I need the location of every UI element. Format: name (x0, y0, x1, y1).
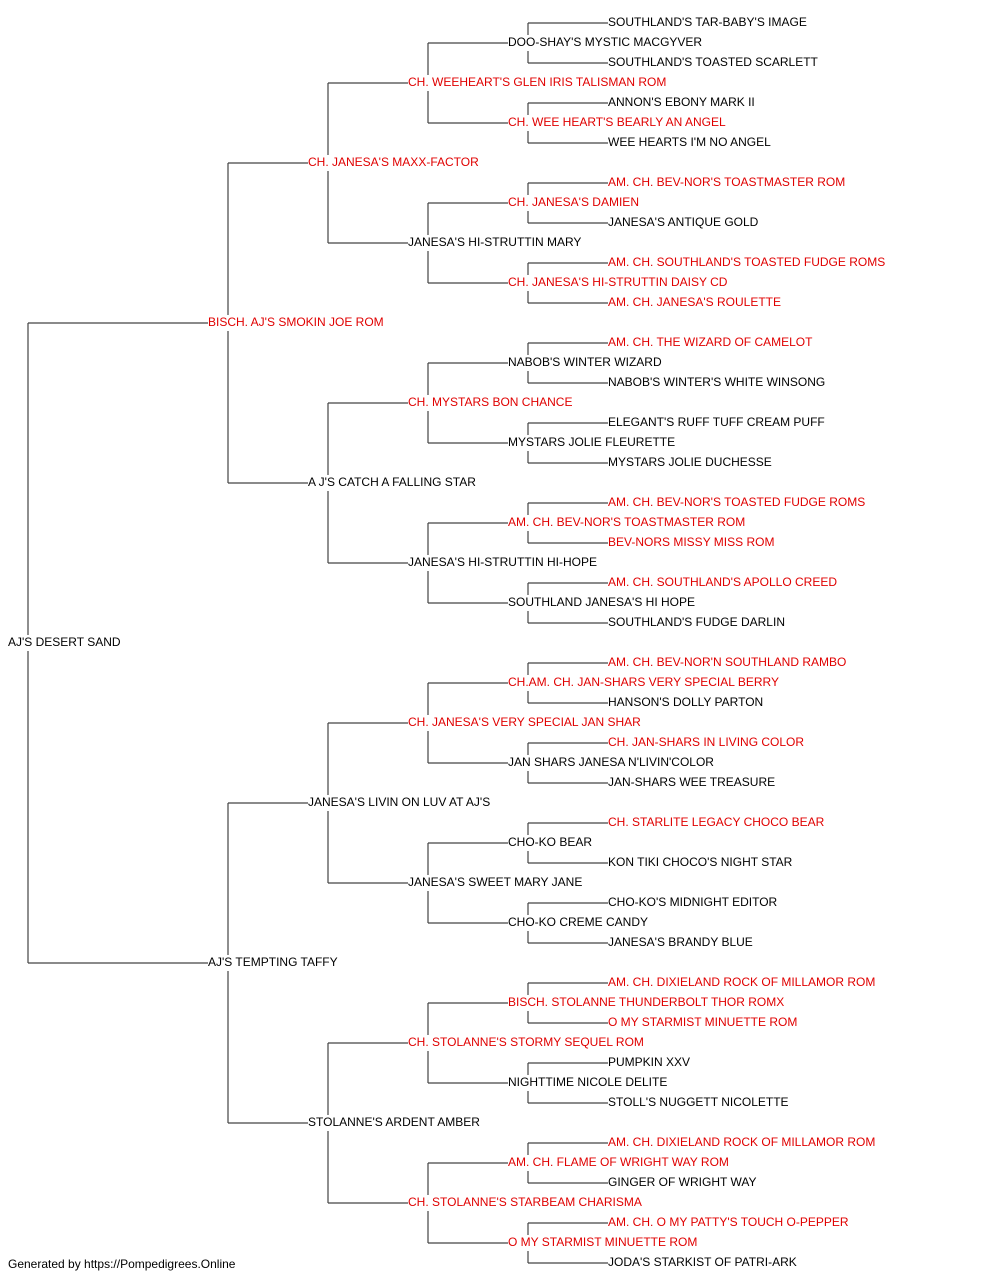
dog-name-s-s-s-d-d: WEE HEARTS I'M NO ANGEL (608, 135, 771, 149)
dog-name-d-d-d-d-d: JODA'S STARKIST OF PATRI-ARK (608, 1255, 797, 1269)
dog-name-d-s: JANESA'S LIVIN ON LUV AT AJ'S (308, 795, 490, 809)
dog-name-s-s-d-d: CH. JANESA'S HI-STRUTTIN DAISY CD (508, 275, 728, 289)
dog-name-s-d-d-d-s: AM. CH. SOUTHLAND'S APOLLO CREED (608, 575, 837, 589)
dog-name-d-d-s-s: BISCH. STOLANNE THUNDERBOLT THOR ROMX (508, 995, 784, 1009)
dog-name-s-d: A J'S CATCH A FALLING STAR (308, 475, 476, 489)
dog-name-d-s-s: CH. JANESA'S VERY SPECIAL JAN SHAR (408, 715, 641, 729)
dog-name-s-s-s-d: CH. WEE HEART'S BEARLY AN ANGEL (508, 115, 726, 129)
dog-name-s-d-s-d-s: ELEGANT'S RUFF TUFF CREAM PUFF (608, 415, 825, 429)
dog-name-s-s-s-s: DOO-SHAY'S MYSTIC MACGYVER (508, 35, 702, 49)
dog-name-d-s-d-s-d: KON TIKI CHOCO'S NIGHT STAR (608, 855, 793, 869)
dog-name-s-d-s: CH. MYSTARS BON CHANCE (408, 395, 572, 409)
dog-name-s-d-d-d: SOUTHLAND JANESA'S HI HOPE (508, 595, 695, 609)
dog-name-d-d: STOLANNE'S ARDENT AMBER (308, 1115, 480, 1129)
dog-name-d-s-d-s-s: CH. STARLITE LEGACY CHOCO BEAR (608, 815, 825, 829)
dog-name-s-s-d-s: CH. JANESA'S DAMIEN (508, 195, 639, 209)
dog-name-s-d-d-s: AM. CH. BEV-NOR'S TOASTMASTER ROM (508, 515, 745, 529)
dog-name-s-s-d-d-s: AM. CH. SOUTHLAND'S TOASTED FUDGE ROMS (608, 255, 885, 269)
dog-name-d-s-s-s: CH.AM. CH. JAN-SHARS VERY SPECIAL BERRY (508, 675, 779, 689)
dog-name-s-d-d-s-d: BEV-NORS MISSY MISS ROM (608, 535, 774, 549)
dog-name-d-s-s-s-d: HANSON'S DOLLY PARTON (608, 695, 763, 709)
dog-name-s-s-s-s-s: SOUTHLAND'S TAR-BABY'S IMAGE (608, 15, 807, 29)
dog-name-s-d-s-s-s: AM. CH. THE WIZARD OF CAMELOT (608, 335, 813, 349)
dog-name-d-d-s-s-s: AM. CH. DIXIELAND ROCK OF MILLAMOR ROM (608, 975, 875, 989)
dog-name-d-s-s-d-s: CH. JAN-SHARS IN LIVING COLOR (608, 735, 804, 749)
dog-name-subject: AJ'S DESERT SAND (8, 635, 121, 649)
dog-name-d-d-d-s-s: AM. CH. DIXIELAND ROCK OF MILLAMOR ROM (608, 1135, 875, 1149)
dog-name-s-d-d: JANESA'S HI-STRUTTIN HI-HOPE (408, 555, 597, 569)
footer-credit: Generated by https://Pompedigrees.Online (8, 1257, 236, 1271)
dog-name-s-s-s-d-s: ANNON'S EBONY MARK II (608, 95, 755, 109)
dog-name-s-d-d-d-d: SOUTHLAND'S FUDGE DARLIN (608, 615, 785, 629)
dog-name-d-d-s: CH. STOLANNE'S STORMY SEQUEL ROM (408, 1035, 644, 1049)
dog-name-s-d-s-s: NABOB'S WINTER WIZARD (508, 355, 662, 369)
dog-name-d: AJ'S TEMPTING TAFFY (208, 955, 338, 969)
dog-name-d-s-d-s: CHO-KO BEAR (508, 835, 592, 849)
dog-name-s-s: CH. JANESA'S MAXX-FACTOR (308, 155, 479, 169)
dog-name-d-s-d-d-s: CHO-KO'S MIDNIGHT EDITOR (608, 895, 778, 909)
dog-name-d-s-d-d: CHO-KO CREME CANDY (508, 915, 648, 929)
dog-name-d-d-s-d: NIGHTTIME NICOLE DELITE (508, 1075, 667, 1089)
dog-name-d-d-d-d-s: AM. CH. O MY PATTY'S TOUCH O-PEPPER (608, 1215, 849, 1229)
dog-name-d-d-d-s: AM. CH. FLAME OF WRIGHT WAY ROM (508, 1155, 729, 1169)
dog-name-s-s-s-s-d: SOUTHLAND'S TOASTED SCARLETT (608, 55, 819, 69)
dog-name-d-d-d-d: O MY STARMIST MINUETTE ROM (508, 1235, 697, 1249)
dog-name-s-s-d-d-d: AM. CH. JANESA'S ROULETTE (608, 295, 781, 309)
dog-name-d-d-d: CH. STOLANNE'S STARBEAM CHARISMA (408, 1195, 642, 1209)
dog-name-s-s-d-s-s: AM. CH. BEV-NOR'S TOASTMASTER ROM (608, 175, 845, 189)
dog-name-s-s-s: CH. WEEHEART'S GLEN IRIS TALISMAN ROM (408, 75, 666, 89)
dog-name-d-s-s-d: JAN SHARS JANESA N'LIVIN'COLOR (508, 755, 714, 769)
dog-name-d-d-s-d-s: PUMPKIN XXV (608, 1055, 690, 1069)
dog-name-d-s-d: JANESA'S SWEET MARY JANE (408, 875, 582, 889)
dog-name-s-d-s-d-d: MYSTARS JOLIE DUCHESSE (608, 455, 772, 469)
dog-name-d-d-s-d-d: STOLL'S NUGGETT NICOLETTE (608, 1095, 789, 1109)
dog-name-d-s-s-s-s: AM. CH. BEV-NOR'N SOUTHLAND RAMBO (608, 655, 846, 669)
dog-name-d-d-d-s-d: GINGER OF WRIGHT WAY (608, 1175, 756, 1189)
dog-name-s-d-d-s-s: AM. CH. BEV-NOR'S TOASTED FUDGE ROMS (608, 495, 865, 509)
dog-name-s: BISCH. AJ'S SMOKIN JOE ROM (208, 315, 384, 329)
dog-name-d-s-d-d-d: JANESA'S BRANDY BLUE (608, 935, 753, 949)
dog-name-d-d-s-s-d: O MY STARMIST MINUETTE ROM (608, 1015, 797, 1029)
dog-name-s-d-s-d: MYSTARS JOLIE FLEURETTE (508, 435, 675, 449)
dog-name-s-s-d: JANESA'S HI-STRUTTIN MARY (408, 235, 581, 249)
dog-name-s-d-s-s-d: NABOB'S WINTER'S WHITE WINSONG (608, 375, 825, 389)
dog-name-d-s-s-d-d: JAN-SHARS WEE TREASURE (608, 775, 775, 789)
dog-name-s-s-d-s-d: JANESA'S ANTIQUE GOLD (608, 215, 759, 229)
